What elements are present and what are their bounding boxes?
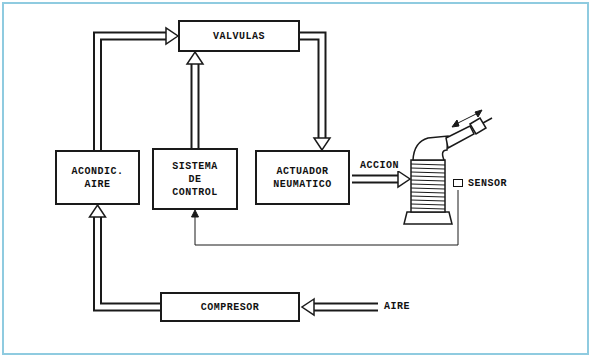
air-flow-arrow [98, 28, 179, 150]
box-label: ACTUADOR NEUMATICO [272, 165, 334, 191]
air-inlet-arrow [302, 299, 379, 315]
sensor: SENSOR [453, 176, 523, 190]
outer-frame [3, 3, 588, 354]
box-label: SISTEMA DE CONTROL [169, 160, 221, 199]
robot-arm [404, 110, 492, 224]
air-label: AIRE [382, 301, 412, 312]
box-label: ACONDIC. AIRE [68, 165, 128, 191]
control-box: SISTEMA DE CONTROL [152, 148, 238, 210]
action-label: ACCION [358, 160, 401, 171]
actuator-box: ACTUADOR NEUMATICO [255, 150, 350, 205]
sensor-square [453, 179, 463, 187]
valve-box: VALVULAS [178, 20, 300, 52]
action-arrow [351, 171, 410, 187]
air-flow-arrow [90, 205, 161, 307]
air-flow-arrow [187, 52, 203, 148]
air-conditioning-box: ACONDIC. AIRE [55, 150, 140, 205]
box-label: COMPRESOR [201, 301, 260, 314]
box-label: SENSOR [468, 177, 507, 190]
compressor-box: COMPRESOR [160, 292, 300, 322]
air-flow-arrow [300, 36, 330, 150]
box-label: VALVULAS [213, 30, 265, 43]
